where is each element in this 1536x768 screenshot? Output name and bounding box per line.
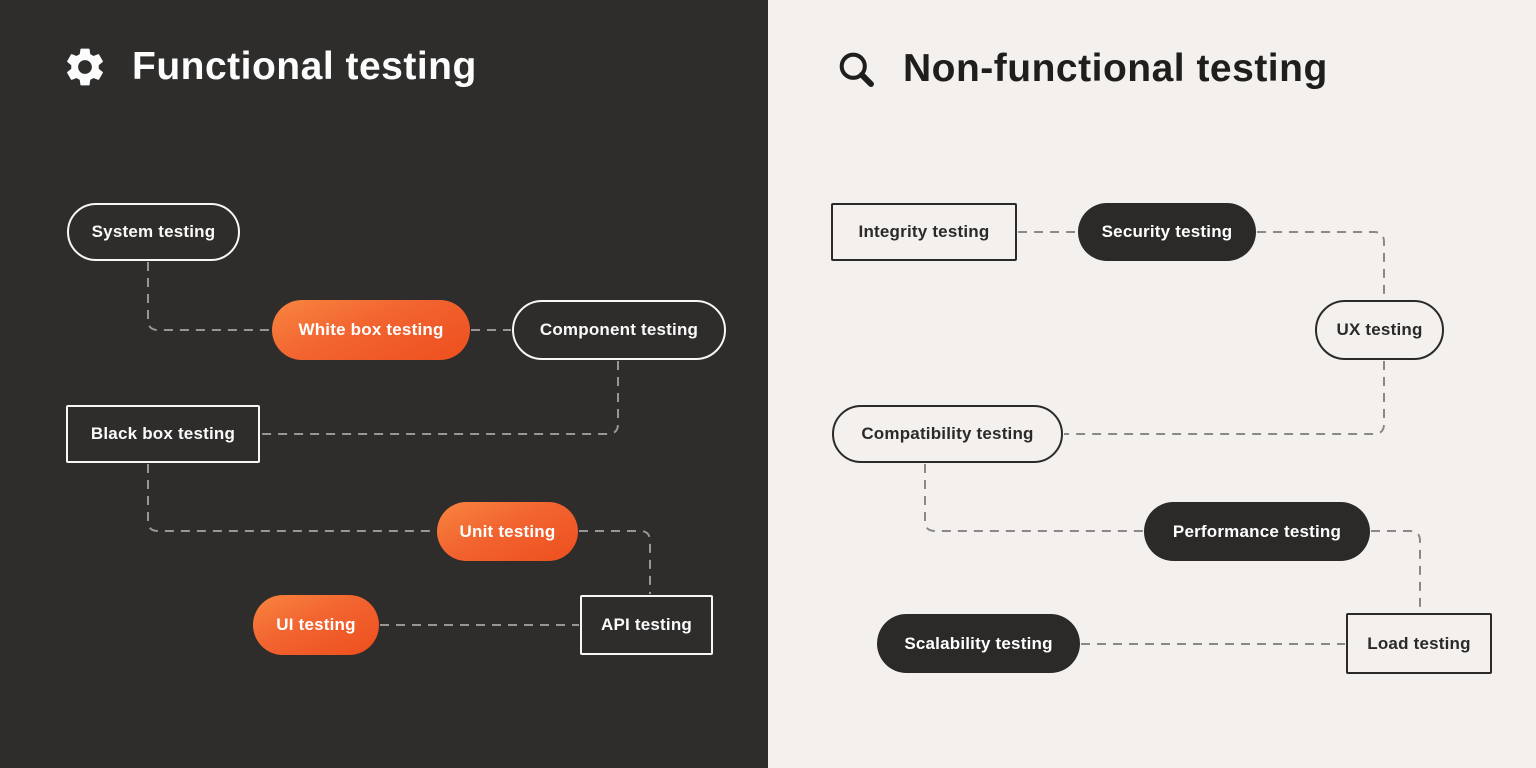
node-unit-testing: Unit testing <box>437 502 578 561</box>
node-compatibility-testing: Compatibility testing <box>832 405 1063 463</box>
node-load-testing: Load testing <box>1346 613 1492 674</box>
functional-testing-title: Functional testing <box>132 45 477 88</box>
functional-testing-header: Functional testing <box>62 44 477 90</box>
node-scalability-testing: Scalability testing <box>877 614 1080 673</box>
node-ui-testing: UI testing <box>253 595 379 655</box>
node-security-testing: Security testing <box>1078 203 1256 261</box>
magnifier-icon <box>833 46 879 92</box>
node-system-testing: System testing <box>67 203 240 261</box>
gear-icon <box>62 44 108 90</box>
node-white-box-testing: White box testing <box>272 300 470 360</box>
non-functional-testing-header: Non-functional testing <box>833 46 1328 92</box>
node-api-testing: API testing <box>580 595 713 655</box>
node-ux-testing: UX testing <box>1315 300 1444 360</box>
node-performance-testing: Performance testing <box>1144 502 1370 561</box>
non-functional-testing-title: Non-functional testing <box>903 47 1328 90</box>
node-integrity-testing: Integrity testing <box>831 203 1017 261</box>
node-component-testing: Component testing <box>512 300 726 360</box>
node-black-box-testing: Black box testing <box>66 405 260 463</box>
